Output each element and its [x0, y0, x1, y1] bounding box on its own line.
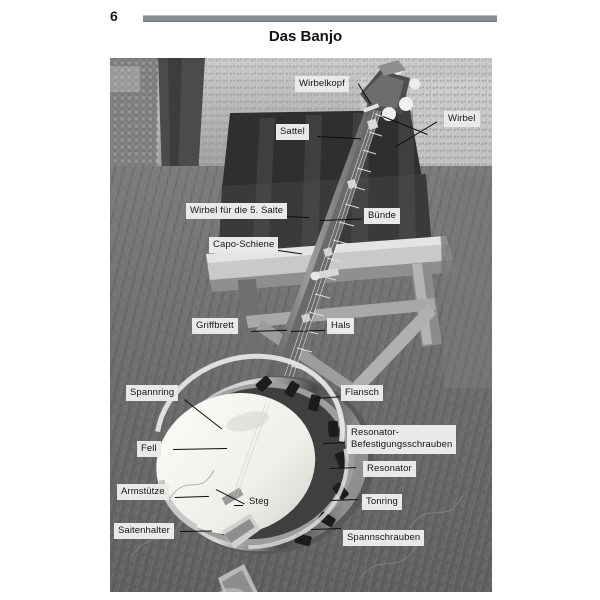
page-number: 6: [110, 8, 118, 24]
label-wirbel: Wirbel: [444, 111, 480, 127]
label-steg: Steg: [249, 495, 269, 507]
label-resonator: Resonator: [363, 461, 416, 477]
label-sattel: Sattel: [276, 124, 309, 140]
photo-artwork: [110, 58, 492, 592]
header-rule: [143, 15, 497, 22]
label-capo-schiene: Capo-Schiene: [209, 237, 279, 253]
label-wirbelkopf: Wirbelkopf: [295, 76, 349, 92]
label-saitenhalter: Saitenhalter: [114, 523, 174, 539]
label-griffbrett: Griffbrett: [192, 318, 238, 334]
label-buende: Bünde: [364, 208, 400, 224]
leader-steg-tick: [234, 505, 243, 507]
page-title: Das Banjo: [268, 28, 343, 45]
label-spannring: Spannring: [126, 385, 179, 401]
label-wirbel-5-saite: Wirbel für die 5. Saite: [186, 203, 288, 219]
label-resonator-befestigungsschrauben: Resonator- Befestigungsschrauben: [347, 425, 457, 454]
label-tonring: Tonring: [362, 494, 402, 510]
label-armstuetze: Armstütze: [117, 484, 169, 500]
label-flansch: Flansch: [341, 385, 383, 401]
label-spannschrauben: Spannschrauben: [343, 530, 425, 546]
label-hals: Hals: [327, 318, 355, 334]
banjo-photograph: [110, 58, 492, 592]
label-fell: Fell: [137, 441, 161, 457]
